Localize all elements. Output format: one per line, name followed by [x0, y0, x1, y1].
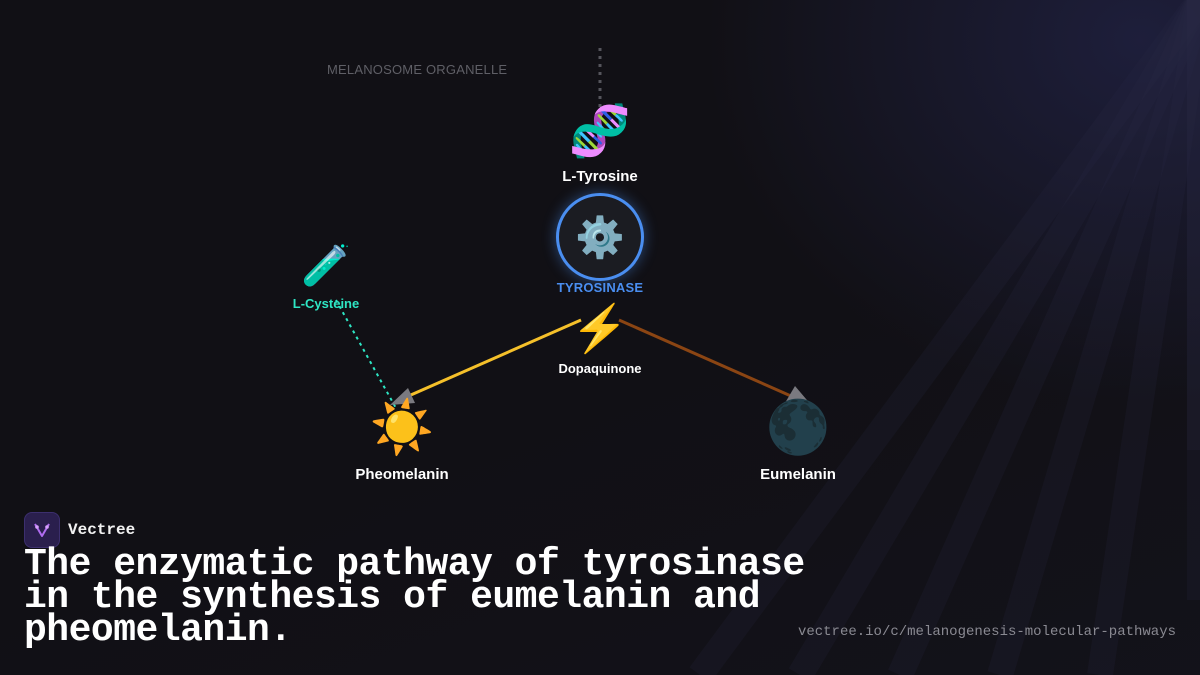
test-tube-icon: 🧪: [301, 244, 351, 288]
edge-cysteine-pheomelanin: [335, 299, 398, 411]
dna-icon: 🧬: [568, 103, 632, 159]
edge-dopaquinone-eumelanin: [618, 318, 801, 402]
node-label: L-Tyrosine: [562, 168, 638, 185]
node-label: Dopaquinone: [558, 361, 642, 376]
node-eumelanin: 🌑 Eumelanin: [738, 402, 858, 483]
region-label: MELANOSOME ORGANELLE: [327, 62, 508, 77]
enzyme-label: TYROSINASE: [556, 280, 644, 295]
edge-dopaquinone-pheomelanin: [403, 318, 582, 400]
sun-icon: ☀️: [369, 399, 435, 457]
gear-icon: ⚙️: [575, 215, 625, 260]
source-url[interactable]: vectree.io/c/melanogenesis-molecular-pat…: [797, 624, 1176, 640]
node-dopaquinone: ⚡ Dopaquinone: [540, 305, 660, 376]
node-l-cysteine: 🧪 L-Cysteine: [276, 246, 376, 311]
node-l-tyrosine: 🧬 L-Tyrosine: [540, 106, 660, 185]
node-label: L-Cysteine: [292, 296, 360, 311]
brand: Vectree: [24, 512, 135, 548]
node-label: Pheomelanin: [355, 466, 449, 483]
node-pheomelanin: ☀️ Pheomelanin: [342, 402, 462, 483]
node-tyrosinase: ⚙️: [556, 193, 644, 281]
caption: The enzymatic pathway of tyrosinase in t…: [24, 543, 805, 652]
arrowhead-pheomelanin: [390, 388, 415, 405]
vectree-logo-icon: [24, 512, 60, 548]
brand-name: Vectree: [68, 521, 136, 539]
node-label: Eumelanin: [760, 466, 836, 483]
lightning-icon: ⚡: [571, 302, 629, 354]
arrowhead-eumelanin: [785, 386, 812, 406]
dark-moon-icon: 🌑: [765, 399, 831, 457]
enzyme-ring: ⚙️: [556, 193, 644, 281]
